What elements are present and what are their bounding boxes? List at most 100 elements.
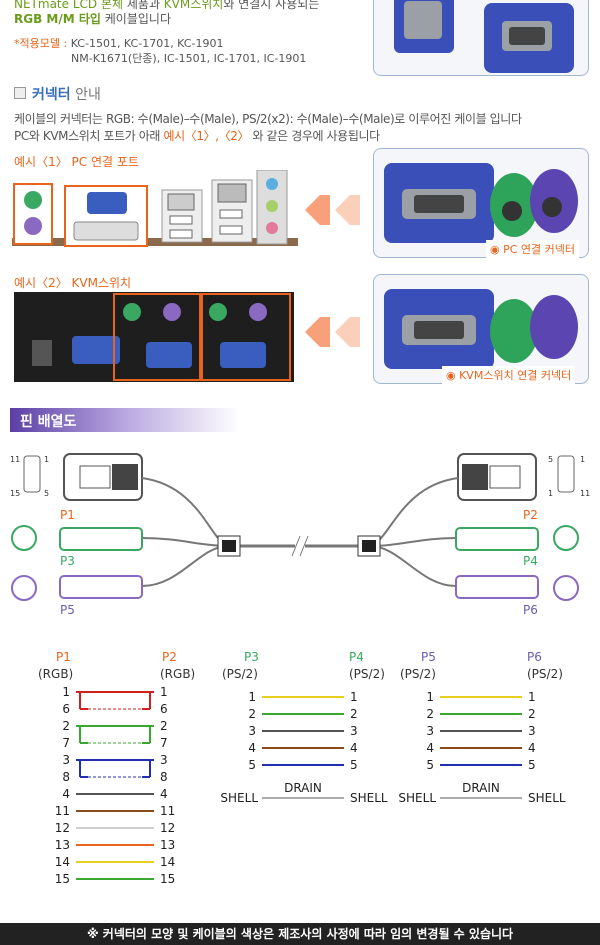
t2-left-pin: 2 [248,707,256,721]
t1-left-pin: 6 [62,702,70,716]
kvm-port-panel [14,292,294,382]
section-bullet-icon [14,87,26,99]
t1-wiring: 1166227733884411111212131314141515SHELLS… [55,685,176,886]
pc-port-panel [12,170,298,247]
connector-title: 커넥터 안내 [32,84,101,104]
connector-desc2: PC와 KVM스위치 포트가 아래 예시〈1〉,〈2〉 와 같은 경우에 사용됩… [14,127,380,144]
connector-title-a: 커넥터 [32,87,71,103]
t2-drain: DRAIN [284,781,322,795]
t3-left-pin: 2 [426,707,434,721]
t1-left-head: P1 [56,650,71,664]
t1-left-pin: 14 [55,855,70,869]
pin-title: 핀 배열도 [20,414,77,430]
t3-right-head: P6 [527,650,542,664]
example1-caption: ◉ PC 연결 커넥터 [486,240,580,258]
t1-right-pin: 3 [160,753,168,767]
kvm-connector-image [384,289,578,369]
models-line2: NM-K1671(단종), IC-1501, IC-1701, IC-1901 [71,52,307,65]
t2-right-pin: 1 [350,690,358,704]
pc-connector-photo [373,148,589,258]
t1-left-pin: 12 [55,821,70,835]
t2-right-sub: (PS/2) [349,667,385,681]
t1-right-sub: (RGB) [160,667,196,681]
t1-right-pin: 12 [160,821,175,835]
kvm-connector-photo [373,274,589,384]
footer-note: ※ 커넥터의 모양 및 케이블의 색상은 제조사의 사정에 따라 임의 변경될 … [0,923,600,945]
intro-product: NETmate LCD 본체 [14,0,124,11]
t1-left-pin: 7 [62,736,70,750]
t3-left-pin: 5 [426,758,434,772]
arrow-left-icon [305,195,360,225]
t1-right-pin: 8 [160,770,168,784]
pc-connector-image [384,163,578,243]
t2-left-pin: 4 [248,741,256,755]
t1-right-pin: 15 [160,872,175,886]
pin-section-header: 핀 배열도 [0,404,600,436]
t3-right-pin: 3 [528,724,536,738]
t2-left-head: P3 [244,650,259,664]
t3-right-pin: 2 [528,707,536,721]
label-p5: P5 [60,603,75,617]
intro-text2: 와 연결시 사용되는 [223,0,320,11]
t1-left-pin: 3 [62,753,70,767]
t1-left-pin: 1 [62,685,70,699]
desc2-text: PC와 KVM스위치 포트가 아래 [14,129,164,143]
t1-left-pin: 13 [55,838,70,852]
t1-right-pin: 13 [160,838,175,852]
intro-type-text: 케이블입니다 [100,12,172,26]
t3-left-pin: 3 [426,724,434,738]
desc2-tail: 와 같은 경우에 사용됩니다 [249,129,380,143]
example2-caption: ◉ KVM스위치 연결 커넥터 [442,366,576,384]
pin-header-bar [10,408,240,432]
t1-right-pin: 14 [160,855,175,869]
t2-left-sub: (PS/2) [222,667,258,681]
t3-right-pin: 5 [528,758,536,772]
svg-text:11: 11 [580,489,590,498]
t2-left-pin: 1 [248,690,256,704]
t1-right-head: P2 [162,650,177,664]
svg-text:1: 1 [548,489,553,498]
t1-right-pin: 7 [160,736,168,750]
svg-text:15: 15 [10,489,20,498]
t1-left-pin: 4 [62,787,70,801]
t2-right-pin: 2 [350,707,358,721]
svg-text:1: 1 [580,455,585,464]
desc2-example: 예시〈1〉,〈2〉 [163,129,250,143]
svg-text:5: 5 [548,455,553,464]
t2-right-pin: 5 [350,758,358,772]
t2-left-pin: 5 [248,758,256,772]
svg-text:5: 5 [44,489,49,498]
label-p1: P1 [60,508,75,522]
t3-shell-right: SHELL [528,791,566,804]
t1-right-pin: 2 [160,719,168,733]
t3-left-head: P5 [421,650,436,664]
t3-left-pin: 1 [426,690,434,704]
intro-kvm: KVM스위치 [163,0,224,11]
label-p3: P3 [60,554,75,568]
t1-right-pin: 4 [160,787,168,801]
t2-right-pin: 3 [350,724,358,738]
t2-right-head: P4 [349,650,364,664]
example1-label: 예시〈1〉 PC 연결 포트 [14,155,139,169]
label-p6: P6 [523,603,538,617]
t3-shell-left: SHELL [398,791,436,804]
example2-label: 예시〈2〉 KVM스위치 [14,276,132,290]
t2-shell-left: SHELL [220,791,258,804]
top-connector-photo [373,0,589,76]
t3-left-sub: (PS/2) [400,667,436,681]
t1-left-pin: 15 [55,872,70,886]
t2-right-pin: 4 [350,741,358,755]
t3-right-pin: 1 [528,690,536,704]
connector-title-b: 안내 [70,87,101,103]
intro-line2: RGB M/M 타입 케이블입니다 [14,11,171,28]
label-p4: P4 [523,554,538,568]
t3-right-sub: (PS/2) [527,667,563,681]
arrow-left-icon-2 [305,317,360,347]
intro-type: RGB M/M 타입 [14,12,101,26]
models-label-text: *적용모델 : [14,37,68,50]
svg-text:11: 11 [10,455,20,464]
t2-left-pin: 3 [248,724,256,738]
t1-right-pin: 6 [160,702,168,716]
